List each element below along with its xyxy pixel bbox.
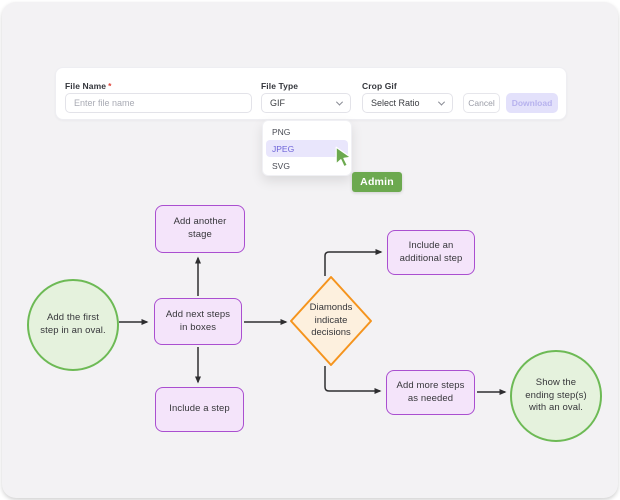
file-type-select[interactable]: GIF [261,93,351,113]
file-name-label: File Name* [65,81,111,91]
crop-gif-select[interactable]: Select Ratio [362,93,453,113]
arrow-diamond-to-tr [324,249,383,276]
dropdown-option-jpeg[interactable]: JPEG [266,140,348,157]
required-asterisk: * [108,81,112,91]
diamond-label: Diamonds indicate decisions [309,302,353,339]
flow-end-oval[interactable]: Show the ending step(s) with an oval. [510,350,602,442]
flow-box-add-more-steps[interactable]: Add more steps as needed [386,370,475,415]
chevron-down-icon [335,98,344,106]
download-button[interactable]: Download [506,93,558,113]
dropdown-option-svg[interactable]: SVG [272,160,290,171]
flow-box-add-another-stage[interactable]: Add another stage [155,205,245,253]
file-type-value: GIF [270,98,285,108]
flow-box-include-additional-step[interactable]: Include an additional step [387,230,475,275]
file-type-label: File Type [261,81,299,91]
export-form-panel: File Name* File Type GIF Crop Gif Select… [55,67,567,120]
crop-gif-value: Select Ratio [371,98,420,108]
file-name-input[interactable] [65,93,252,113]
flow-start-oval[interactable]: Add the first step in an oval. [27,279,119,371]
cancel-button[interactable]: Cancel [463,93,500,113]
crop-gif-label: Crop Gif [362,81,397,91]
arrow-diamond-to-br [324,366,382,394]
dropdown-option-png[interactable]: PNG [272,126,291,137]
file-name-label-text: File Name [65,81,107,91]
chevron-down-icon [437,98,446,106]
flow-box-add-next-steps[interactable]: Add next steps in boxes [154,298,242,345]
admin-cursor-icon [334,146,352,168]
admin-cursor-label: Admin [352,172,402,192]
flow-box-include-a-step[interactable]: Include a step [155,387,244,432]
file-type-dropdown-menu: PNG JPEG SVG [262,120,352,176]
